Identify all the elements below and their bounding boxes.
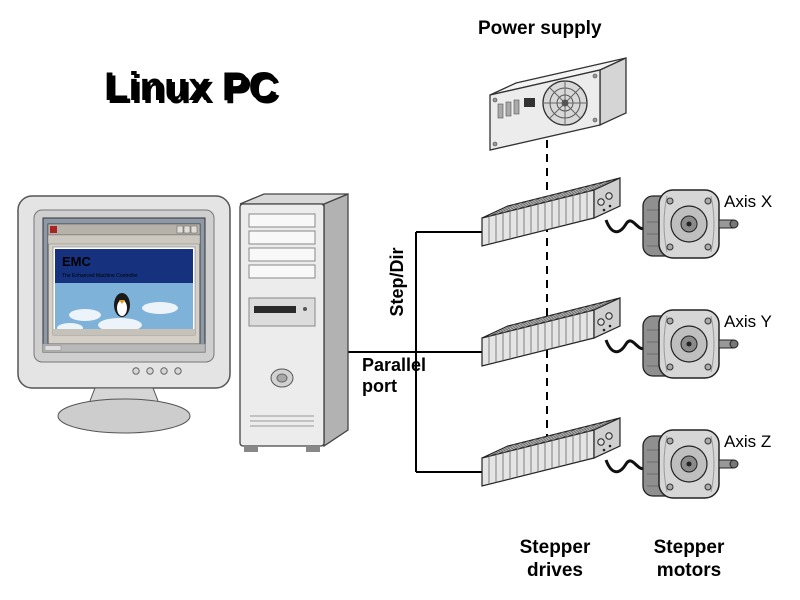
monitor-knob bbox=[174, 367, 182, 375]
floppy-eject-button bbox=[303, 307, 307, 311]
monitor-base bbox=[57, 398, 191, 434]
window-close-button bbox=[190, 225, 198, 234]
stepper-drives-caption-line1: Stepper bbox=[520, 537, 591, 558]
drive-bay bbox=[248, 247, 316, 262]
emc-title: EMC bbox=[62, 254, 92, 269]
desktop-taskbar bbox=[42, 343, 206, 353]
psu-side-face bbox=[599, 56, 627, 127]
psu-fan-hub bbox=[561, 99, 569, 107]
monitor-knob bbox=[160, 367, 168, 375]
window-app-icon bbox=[50, 226, 57, 233]
tux-belly bbox=[117, 300, 127, 316]
power-supply-unit bbox=[489, 56, 627, 151]
tower-foot bbox=[306, 446, 320, 452]
signal-wiring bbox=[340, 231, 486, 473]
window-menubar bbox=[47, 234, 201, 245]
axis-z-label: Axis Z bbox=[724, 432, 771, 451]
floppy-slot bbox=[254, 306, 296, 313]
psu-screw bbox=[492, 97, 498, 103]
drive-bay bbox=[248, 230, 316, 245]
drive-bay bbox=[248, 264, 316, 279]
window-statusbar bbox=[53, 329, 195, 335]
cloud bbox=[69, 309, 101, 321]
axis-x-label: Axis X bbox=[724, 192, 772, 211]
crt-monitor: EMC The Enhanced Machine Controller bbox=[17, 195, 231, 434]
power-button-inner bbox=[276, 373, 288, 383]
tower-pc bbox=[239, 193, 349, 452]
monitor-knob bbox=[132, 367, 140, 375]
stepper-motors-caption-line1: Stepper bbox=[654, 537, 725, 558]
window-maximize-button bbox=[183, 225, 191, 234]
parallel-port-label-line2: port bbox=[362, 376, 397, 396]
psu-screw bbox=[592, 73, 598, 79]
psu-vent bbox=[513, 99, 520, 115]
axis-y-label: Axis Y bbox=[724, 312, 772, 331]
drive-bay bbox=[248, 213, 316, 228]
taskbar-start-button bbox=[44, 345, 62, 351]
parallel-port-label-line1: Parallel bbox=[362, 355, 426, 375]
cloud bbox=[142, 302, 178, 314]
emc-subtitle: The Enhanced Machine Controller bbox=[62, 273, 138, 279]
stepper-drives-caption-line2: drives bbox=[527, 560, 583, 581]
psu-screw bbox=[492, 141, 498, 147]
tux-beak bbox=[119, 300, 125, 304]
psu-screw bbox=[592, 117, 598, 123]
tower-foot bbox=[244, 446, 258, 452]
page-title-shadow: Linux PC bbox=[107, 68, 280, 112]
page-title: Linux PC bbox=[104, 65, 277, 109]
psu-switch bbox=[524, 98, 535, 107]
step-dir-label: Step/Dir bbox=[387, 247, 407, 316]
psu-vent bbox=[497, 103, 504, 119]
emc-banner bbox=[55, 249, 193, 283]
psu-vent bbox=[505, 101, 512, 117]
cloud bbox=[98, 318, 142, 332]
power-supply-label: Power supply bbox=[478, 18, 602, 39]
window-minimize-button bbox=[176, 225, 184, 234]
tower-vents bbox=[250, 415, 314, 427]
stepper-motors-caption-line2: motors bbox=[657, 560, 721, 581]
monitor-knob bbox=[146, 367, 154, 375]
tower-side bbox=[323, 193, 349, 448]
